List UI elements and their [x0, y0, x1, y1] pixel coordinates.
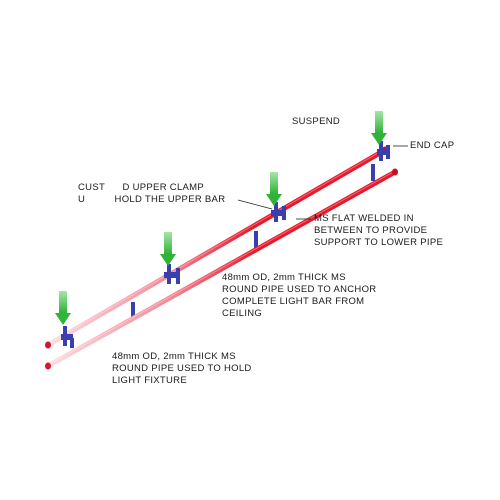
- lower-pipe-label-line-3: LIGHT FIXTURE: [112, 375, 187, 386]
- lower-pipe: [45, 168, 398, 370]
- suspend-arrow-4: [371, 111, 387, 145]
- ms-flat-label-line-1: MS FLAT WELDED IN: [314, 213, 414, 224]
- leader-lines: [237, 145, 408, 220]
- lower-pipe-label: 48mm OD, 2mm THICK MS ROUND PIPE USED TO…: [112, 351, 252, 387]
- upper-clamps: [61, 141, 390, 348]
- lower-pipe-end-left: [45, 362, 51, 370]
- ms-flat-1: [131, 302, 135, 319]
- upper-clamp-1: [61, 326, 74, 348]
- upper-clamp-label: CUST D UPPER CLAMP U HOLD THE UPPER BAR: [78, 182, 225, 206]
- ms-flat-label: MS FLAT WELDED IN BETWEEN TO PROVIDE SUP…: [314, 213, 443, 249]
- suspend-arrows: [55, 111, 387, 325]
- suspend-arrow-3: [266, 172, 282, 206]
- upper-pipe-end-left: [45, 341, 51, 349]
- upper-clamp-3: [271, 202, 286, 222]
- upper-pipe-label: 48mm OD, 2mm THICK MS ROUND PIPE USED TO…: [222, 272, 376, 320]
- ms-flat-3: [371, 164, 375, 181]
- suspend-arrow-1: [55, 291, 71, 325]
- ms-flat-label-line-2: BETWEEN TO PROVIDE: [314, 225, 428, 236]
- upper-pipe-label-line-1: 48mm OD, 2mm THICK MS: [222, 272, 346, 283]
- ms-flat-supports: [131, 164, 375, 319]
- upper-clamp-leader: [237, 199, 273, 210]
- upper-clamp-4: [377, 141, 390, 161]
- ms-flat-2: [254, 231, 258, 248]
- lower-pipe-label-line-2: ROUND PIPE USED TO HOLD: [112, 363, 252, 374]
- upper-clamp-label-line-1: CUST D UPPER CLAMP: [78, 182, 205, 193]
- upper-pipe-label-line-3: COMPLETE LIGHT BAR FROM: [222, 296, 365, 307]
- suspend-arrow-2: [160, 232, 176, 266]
- ms-flat-label-line-3: SUPPORT TO LOWER PIPE: [314, 237, 444, 248]
- suspend-label: SUSPEND: [292, 116, 341, 127]
- upper-pipe-label-line-2: ROUND PIPE USED TO ANCHOR: [222, 284, 377, 295]
- end-cap-label: END CAP: [410, 140, 455, 151]
- upper-clamp-label-line-2: U HOLD THE UPPER BAR: [78, 194, 226, 205]
- lower-pipe-label-line-1: 48mm OD, 2mm THICK MS: [112, 351, 236, 362]
- lower-pipe-end-cap: [392, 168, 398, 176]
- upper-pipe-label-line-4: CEILING: [222, 308, 263, 319]
- upper-clamp-2: [164, 264, 180, 284]
